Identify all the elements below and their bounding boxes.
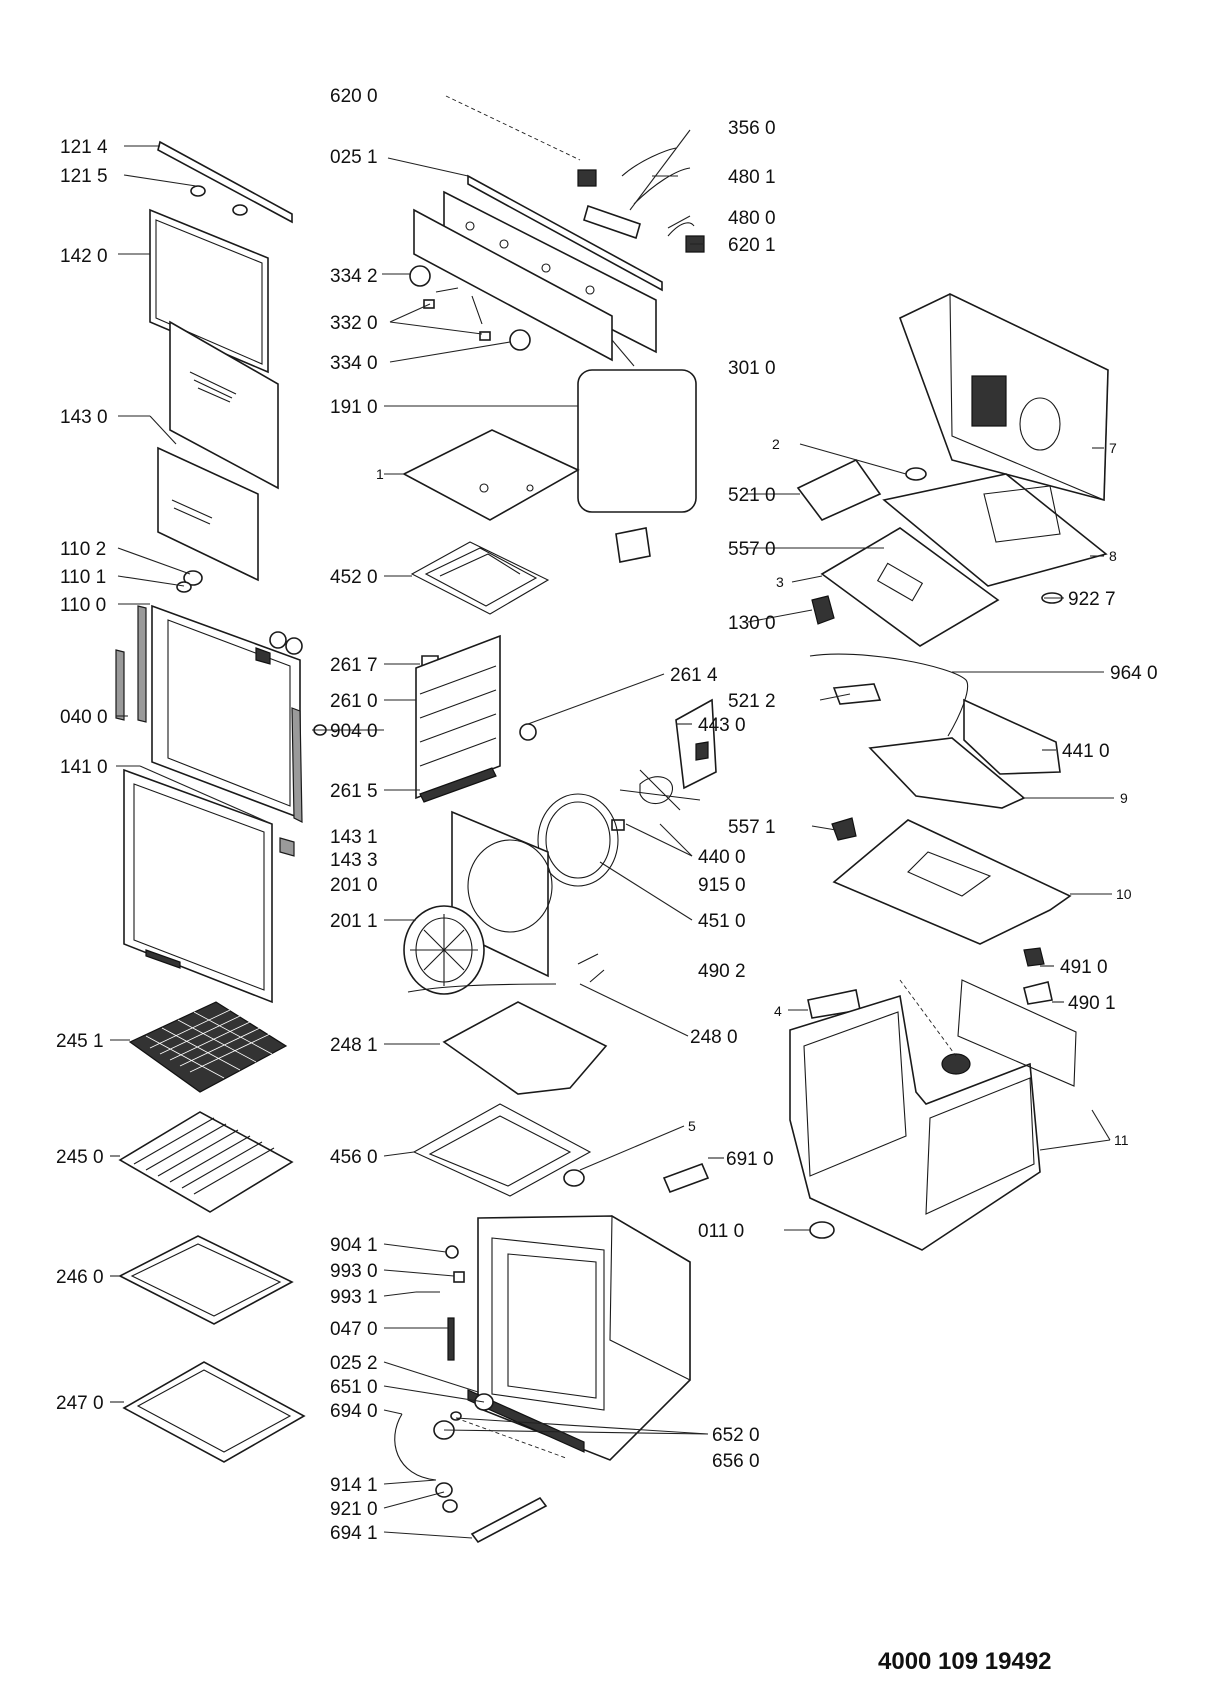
label-143-0: 143 0	[60, 407, 108, 428]
label-480-1: 480 1	[728, 167, 776, 188]
label-557-0: 557 0	[728, 539, 776, 560]
label-261-4: 261 4	[670, 665, 718, 686]
cabinet-assembly	[789, 293, 1109, 1251]
label-9: 9	[1120, 790, 1128, 806]
label-491-0: 491 0	[1060, 957, 1108, 978]
label-246-0: 246 0	[56, 1267, 104, 1288]
label-334-2: 334 2	[330, 266, 378, 287]
label-191-0: 191 0	[330, 397, 378, 418]
label-443-0: 443 0	[698, 715, 746, 736]
document-number: 4000 109 19492	[878, 1648, 1052, 1675]
label-245-1: 245 1	[56, 1031, 104, 1052]
label-245-0: 245 0	[56, 1147, 104, 1168]
label-921-0: 921 0	[330, 1499, 378, 1520]
label-334-0: 334 0	[330, 353, 378, 374]
label-557-1: 557 1	[728, 817, 776, 838]
label-451-0: 451 0	[698, 911, 746, 932]
label-915-0: 915 0	[698, 875, 746, 896]
label-11: 11	[1114, 1132, 1129, 1148]
trays-and-grids	[118, 1001, 306, 1463]
label-143-3: 143 3	[330, 850, 378, 871]
label-652-0: 652 0	[712, 1425, 760, 1446]
label-521-2: 521 2	[728, 691, 776, 712]
label-248-1: 248 1	[330, 1035, 378, 1056]
label-904-1: 904 1	[330, 1235, 378, 1256]
label-356-0: 356 0	[728, 118, 776, 139]
label-5: 5	[688, 1118, 696, 1134]
label-1: 1	[376, 466, 384, 482]
label-130-0: 130 0	[728, 613, 776, 634]
label-620-0: 620 0	[330, 86, 378, 107]
label-8: 8	[1109, 548, 1117, 564]
label-922-7: 922 7	[1068, 589, 1116, 610]
label-10: 10	[1116, 886, 1132, 902]
label-904-0: 904 0	[330, 721, 378, 742]
label-201-1: 201 1	[330, 911, 378, 932]
label-964-0: 964 0	[1110, 663, 1158, 684]
label-261-5: 261 5	[330, 781, 378, 802]
oven-internals	[402, 369, 717, 1197]
label-656-0: 656 0	[712, 1451, 760, 1472]
label-490-2: 490 2	[698, 961, 746, 982]
label-3: 3	[776, 574, 784, 590]
label-141-0: 141 0	[60, 757, 108, 778]
control-panel-assembly	[409, 147, 705, 362]
label-248-0: 248 0	[690, 1027, 738, 1048]
label-301-0: 301 0	[728, 358, 776, 379]
label-620-1: 620 1	[728, 235, 776, 256]
door-assembly	[115, 140, 327, 1004]
leader-lines	[110, 95, 1114, 1539]
label-261-0: 261 0	[330, 691, 378, 712]
label-047-0: 047 0	[330, 1319, 378, 1340]
label-247-0: 247 0	[56, 1393, 104, 1414]
label-121-5: 121 5	[60, 166, 108, 187]
label-691-0: 691 0	[726, 1149, 774, 1170]
label-332-0: 332 0	[330, 313, 378, 334]
label-040-0: 040 0	[60, 707, 108, 728]
label-993-0: 993 0	[330, 1261, 378, 1282]
label-456-0: 456 0	[330, 1147, 378, 1168]
label-694-1: 694 1	[330, 1523, 378, 1544]
label-993-1: 993 1	[330, 1287, 378, 1308]
label-025-2: 025 2	[330, 1353, 378, 1374]
label-441-0: 441 0	[1062, 741, 1110, 762]
label-143-1: 143 1	[330, 827, 378, 848]
part-labels: 620 0 356 0 121 4 025 1 480 1 121 5 480 …	[56, 86, 1158, 1544]
label-480-0: 480 0	[728, 208, 776, 229]
label-261-7: 261 7	[330, 655, 378, 676]
label-110-1: 110 1	[60, 567, 106, 588]
label-440-0: 440 0	[698, 847, 746, 868]
oven-cavity	[394, 1215, 691, 1544]
label-490-1: 490 1	[1068, 993, 1116, 1014]
label-7: 7	[1109, 440, 1117, 456]
label-452-0: 452 0	[330, 567, 378, 588]
label-110-2: 110 2	[60, 539, 106, 560]
label-121-4: 121 4	[60, 137, 108, 158]
label-201-0: 201 0	[330, 875, 378, 896]
label-2: 2	[772, 436, 780, 452]
label-110-0: 110 0	[60, 595, 106, 616]
label-4: 4	[774, 1003, 782, 1019]
label-521-0: 521 0	[728, 485, 776, 506]
label-651-0: 651 0	[330, 1377, 378, 1398]
label-914-1: 914 1	[330, 1475, 378, 1496]
label-142-0: 142 0	[60, 246, 108, 267]
label-694-0: 694 0	[330, 1401, 378, 1422]
label-025-1: 025 1	[330, 147, 378, 168]
label-011-0: 011 0	[698, 1221, 744, 1242]
